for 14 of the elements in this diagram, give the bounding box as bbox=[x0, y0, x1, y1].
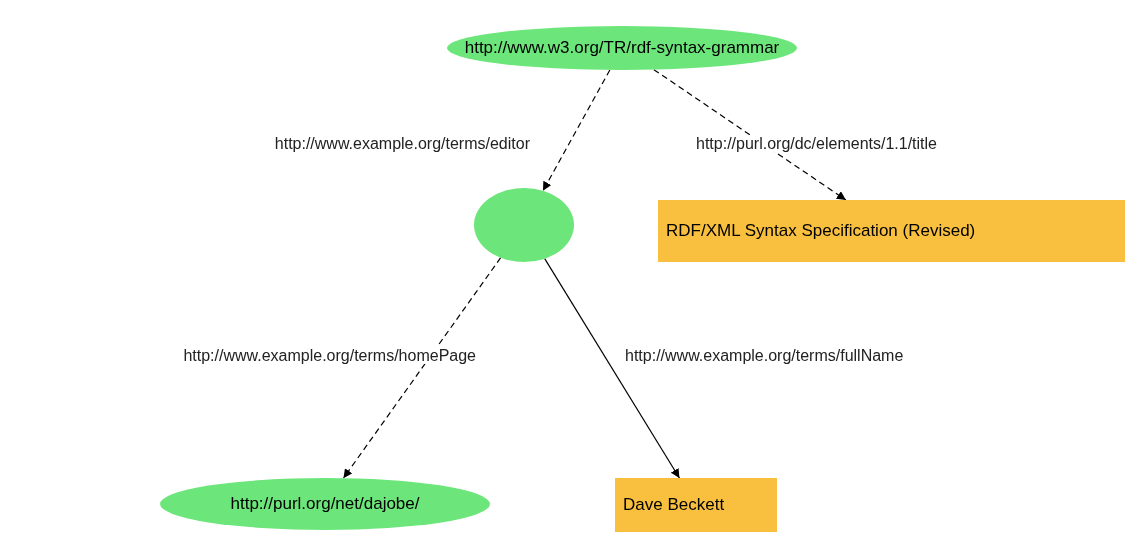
edge-label: http://purl.org/dc/elements/1.1/title bbox=[696, 135, 937, 152]
arrow bbox=[544, 258, 680, 479]
node-label: RDF/XML Syntax Specification (Revised) bbox=[666, 220, 976, 243]
arrow bbox=[342, 257, 502, 479]
arrow bbox=[542, 69, 611, 192]
literal-box bbox=[615, 478, 777, 532]
node-label: http://purl.org/net/dajobe/ bbox=[230, 493, 420, 516]
node-label: http://www.w3.org/TR/rdf-syntax-grammar bbox=[464, 37, 780, 60]
literal-box bbox=[658, 200, 1125, 262]
edge-label: http://www.example.org/terms/editor bbox=[274, 135, 530, 152]
edge-label: http://www.example.org/terms/fullName bbox=[625, 347, 904, 364]
edge-label: http://www.example.org/terms/homePage bbox=[183, 347, 476, 364]
node-label: Dave Beckett bbox=[623, 494, 725, 517]
arrow bbox=[653, 69, 847, 201]
